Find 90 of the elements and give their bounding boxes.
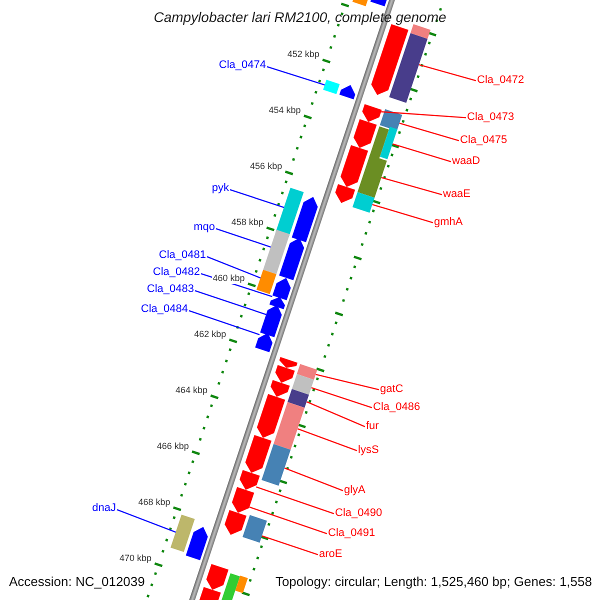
leader-line — [262, 535, 318, 556]
gene-block — [288, 389, 309, 408]
gene-label: waaD — [452, 154, 480, 168]
gene-label: Cla_0473 — [467, 110, 514, 124]
gene-label: gatC — [380, 382, 404, 396]
tick-label: 458 kbp — [230, 216, 264, 228]
tick-label: 452 kbp — [286, 49, 320, 60]
gene-label: glyA — [344, 483, 366, 497]
gene-block — [262, 444, 291, 486]
leader-line — [311, 387, 372, 408]
leader-line — [206, 256, 261, 279]
gene-block — [224, 510, 246, 535]
leader-line — [284, 468, 344, 492]
gene-block — [335, 184, 356, 203]
gene-block — [255, 332, 272, 352]
leader-line — [298, 428, 358, 452]
gene-block — [358, 155, 387, 198]
leader-line — [249, 506, 328, 534]
gene-block — [232, 487, 254, 513]
gene-label: pyk — [212, 181, 229, 195]
gene-label: aroE — [319, 547, 342, 561]
gene-block — [389, 33, 428, 103]
gene-label: waaE — [443, 187, 471, 201]
gene-label: gmhA — [434, 215, 463, 229]
leader-line — [216, 228, 271, 248]
gene-label: dnaJ — [92, 501, 116, 515]
tick-label: 460 kbp — [212, 272, 246, 284]
leader-line — [188, 310, 260, 336]
gene-block — [274, 402, 305, 450]
gene-block — [270, 380, 290, 397]
gene-block — [256, 270, 276, 294]
gene-label: Cla_0472 — [477, 73, 524, 87]
gene-label: Cla_0491 — [328, 526, 376, 540]
footer-text: Topology: circular; Length: 1,525,460 bp; Genes: 1,558 — [275, 574, 592, 590]
leader-line — [266, 66, 325, 86]
gene-block — [369, 126, 389, 160]
gene-label: Cla_0474 — [218, 58, 266, 72]
gene-block — [339, 84, 356, 100]
gene-block — [323, 80, 340, 94]
leader-line — [116, 509, 176, 533]
gene-block — [362, 104, 382, 122]
gene-block — [354, 119, 377, 148]
gene-block — [352, 192, 375, 213]
gene-block — [269, 296, 285, 310]
gene-block — [410, 24, 431, 39]
gene-label: fur — [366, 419, 379, 433]
gene-label: Cla_0482 — [152, 265, 200, 279]
gene-label: Cla_0490 — [335, 506, 382, 520]
gene-block — [186, 526, 208, 560]
gene-block — [380, 126, 398, 160]
gene-label: lysS — [358, 443, 379, 457]
leader-line — [392, 143, 452, 162]
tick-label: 466 kbp — [156, 440, 190, 452]
leader-line — [230, 189, 284, 208]
gene-block — [240, 470, 260, 490]
tick-label: 470 kbp — [118, 552, 153, 564]
footer-text: Accession: NC_012039 — [9, 574, 145, 590]
tick-label: 464 kbp — [174, 384, 208, 396]
gene-block — [242, 515, 267, 543]
leader-line — [316, 374, 380, 390]
leader-line — [194, 290, 266, 316]
gene-label: Cla_0481 — [158, 248, 206, 262]
gene-block — [263, 230, 290, 274]
tick-label: 456 kbp — [249, 160, 284, 172]
tick-label: 468 kbp — [137, 496, 172, 508]
gene-block — [292, 374, 314, 395]
gene-block — [292, 196, 318, 242]
leader-line — [372, 204, 434, 224]
gene-label: Cla_0475 — [460, 133, 508, 147]
tick-label: 454 kbp — [268, 104, 302, 116]
gene-label: Cla_0484 — [140, 302, 188, 316]
gene-label: Cla_0483 — [146, 282, 194, 296]
gene-block — [275, 365, 295, 383]
gene-block — [235, 576, 248, 594]
gene-block — [380, 109, 402, 131]
tick-label: 462 kbp — [193, 328, 228, 340]
gene-label: Cla_0486 — [373, 400, 420, 414]
gene-block — [279, 357, 298, 368]
leader-line — [381, 176, 442, 196]
leader-line — [418, 64, 476, 82]
leader-line — [381, 111, 466, 118]
leader-line — [399, 122, 460, 142]
gene-block — [206, 564, 229, 590]
leader-line — [306, 401, 366, 428]
gene-block — [371, 24, 408, 95]
gene-block — [170, 514, 195, 552]
leader-line — [256, 486, 334, 514]
gene-block — [296, 364, 318, 380]
gene-block — [279, 238, 304, 280]
gene-label: mqo — [194, 220, 215, 234]
